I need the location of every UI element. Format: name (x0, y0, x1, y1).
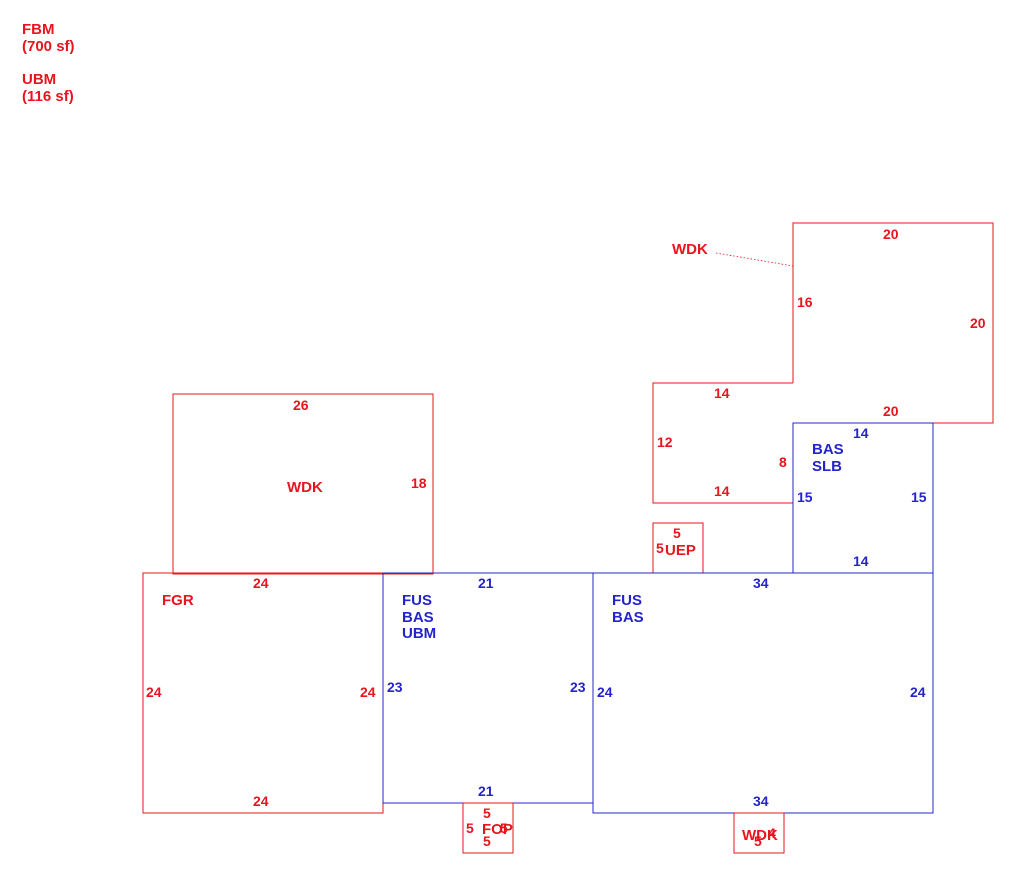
area-wdk-left: 26 WDK 18 (172, 393, 434, 575)
wdk-upper-right-dim-top: 20 (883, 226, 899, 242)
bas-slb-dim-top: 14 (853, 425, 869, 441)
ell-dim-right: 8 (779, 454, 787, 470)
wdk-left-label: WDK (287, 479, 323, 496)
fus-bas-ubm-dim-bottom: 21 (478, 783, 494, 799)
fop-dim-right: 5 (500, 820, 508, 836)
fus-bas-ubm-label-1: FUS (402, 592, 432, 609)
area-fop: 5 5 FOP 5 5 (462, 802, 514, 854)
legend-fbm-label: FBM (22, 21, 55, 38)
fus-bas-ubm-label-2: BAS (402, 609, 434, 626)
fus-bas-ubm-label-3: UBM (402, 625, 436, 642)
ell-dim-top: 14 (714, 385, 730, 401)
wdk-bottom-label: WDK (742, 827, 778, 844)
fus-bas-dim-left: 24 (597, 684, 613, 700)
bas-slb-dim-right: 15 (911, 489, 927, 505)
area-wdk-bottom: WDK 4 5 (733, 812, 785, 854)
legend-fbm-area: (700 sf) (22, 38, 75, 55)
area-fgr: FGR 24 24 24 24 (142, 572, 384, 814)
area-ell: 14 12 14 8 (652, 382, 793, 504)
bas-slb-dim-bottom: 14 (853, 553, 869, 569)
ell-outline (652, 382, 793, 504)
bas-slb-dim-left: 15 (797, 489, 813, 505)
fgr-outline (142, 572, 384, 814)
fop-dim-left: 5 (466, 820, 474, 836)
uep-dim-left: 5 (656, 540, 664, 556)
fgr-label: FGR (162, 592, 194, 609)
ell-dim-left: 12 (657, 434, 673, 450)
fus-bas-ubm-dim-right: 23 (570, 679, 586, 695)
fgr-dim-right: 24 (360, 684, 376, 700)
bas-slb-label-1: BAS (812, 441, 844, 458)
fus-bas-ubm-dim-left: 23 (387, 679, 403, 695)
wdk-upper-right-dim-left: 16 (797, 294, 813, 310)
wdk-upper-right-dim-bottom: 20 (883, 403, 899, 419)
legend-fbm: FBM (700 sf) (22, 21, 75, 55)
fop-label: FOP (482, 821, 513, 838)
area-wdk-upper-right: WDK 20 20 20 16 (672, 222, 994, 424)
fus-bas-ubm-dim-top: 21 (478, 575, 494, 591)
wdk-left-dim-right: 18 (411, 475, 427, 491)
wdk-left-dim-top: 26 (293, 397, 309, 413)
fus-bas-dim-bottom: 34 (753, 793, 769, 809)
legend-ubm-area: (116 sf) (22, 88, 74, 105)
fgr-dim-left: 24 (146, 684, 162, 700)
wdk-leader-line (715, 252, 794, 267)
wdk-bottom-dim-a: 4 (768, 825, 776, 841)
fgr-dim-top: 24 (253, 575, 269, 591)
bas-slb-label-2: SLB (812, 458, 842, 475)
uep-dim-top: 5 (673, 525, 681, 541)
wdk-upper-right-outline (792, 222, 994, 424)
area-fus-bas: FUS BAS 34 24 24 34 (592, 572, 934, 814)
legend-ubm-label: UBM (22, 71, 57, 88)
fgr-dim-bottom: 24 (253, 793, 269, 809)
uep-label: UEP (665, 542, 696, 559)
ell-dim-bottom: 14 (714, 483, 730, 499)
fop-dim-bottom: 5 (483, 833, 491, 849)
fop-dim-top: 5 (483, 805, 491, 821)
fus-bas-dim-right: 24 (910, 684, 926, 700)
wdk-left-outline (172, 393, 434, 575)
fus-bas-outline (592, 572, 934, 814)
area-bas-slb: BAS SLB 14 15 15 14 (792, 422, 934, 574)
legend-ubm: UBM (116 sf) (22, 71, 74, 105)
area-uep: 5 5 UEP (652, 522, 704, 574)
area-fus-bas-ubm: FUS BAS UBM 21 23 23 21 (382, 572, 594, 804)
wdk-upper-right-label: WDK (672, 241, 708, 258)
wdk-bottom-outline (733, 812, 785, 854)
fop-outline (462, 802, 514, 854)
fus-bas-label-2: BAS (612, 609, 644, 626)
wdk-upper-right-dim-right: 20 (970, 315, 986, 331)
wdk-bottom-dim-b: 5 (754, 833, 762, 849)
fus-bas-label-1: FUS (612, 592, 642, 609)
fus-bas-dim-top: 34 (753, 575, 769, 591)
